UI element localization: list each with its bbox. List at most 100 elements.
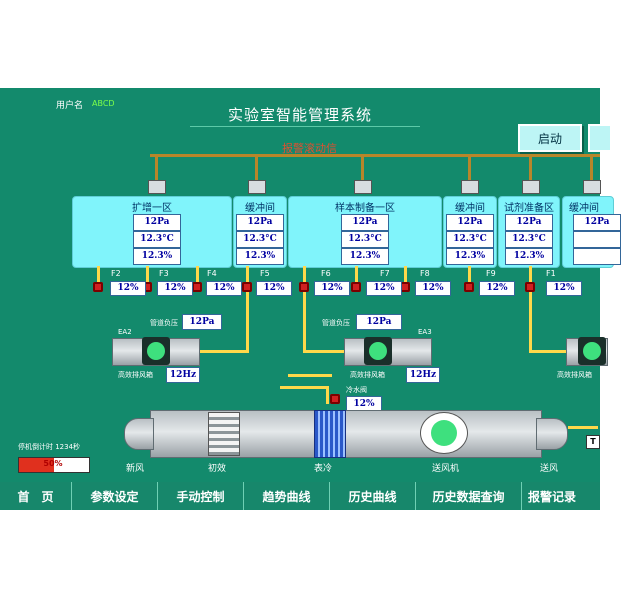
nav-history-query[interactable]: 历史数据查询 [416,482,522,510]
countdown-percent: 50% [43,459,63,468]
damper-opening: 12% [314,281,350,296]
exhaust-valve-f6[interactable] [299,282,309,292]
exhaust-drop-f8 [404,266,407,282]
zone-panel-2[interactable]: 缓冲间 12Pa 12.3°C 12.3% [233,196,287,268]
nav-manual-control[interactable]: 手动控制 [158,482,244,510]
exhaust-riser-left [246,292,249,352]
zone-panel-6[interactable]: 缓冲间 12Pa [562,196,621,268]
zone-temperature: 12.3°C [341,231,389,248]
cooling-valve-value: 12% [346,396,382,412]
supply-damper-3[interactable] [354,180,372,194]
exhaust-valve-f9[interactable] [464,282,474,292]
supply-damper-1[interactable] [148,180,166,194]
supply-branch-5 [529,154,532,182]
supply-branch-2 [255,154,258,182]
fan-frequency: 12Hz [406,367,440,383]
supply-branch-1 [155,154,158,182]
primary-filter-label: 初效 [208,464,227,474]
scada-screen: 用户名 ABCD 实验室智能管理系统 启动 报警滚动信 扩增一区 12Pa 12… [0,88,621,510]
zone-panel-3[interactable]: 样本制备一区 12Pa 12.3°C 12.3% [288,196,442,268]
zone-title: 缓冲间 [455,203,485,214]
pipe-pressure-label: 管道负压 [322,319,350,327]
supply-damper-5[interactable] [522,180,540,194]
exhaust-drop-f1 [529,266,532,282]
supply-branch-4 [468,154,471,182]
damper-label: F4 [207,269,217,278]
exhaust-valve-f3[interactable] [142,282,152,292]
supply-damper-4[interactable] [461,180,479,194]
fresh-air-inlet [124,418,154,450]
second-control-button[interactable] [588,124,612,152]
exhaust-link-right [529,350,569,353]
cooling-valve-label: 冷水阀 [346,386,367,394]
exhaust-link-ea2 [195,350,249,353]
damper-opening: 12% [206,281,242,296]
nav-home[interactable]: 首 页 [0,482,72,510]
nav-trend-curve[interactable]: 趋势曲线 [244,482,330,510]
damper-opening: 12% [546,281,582,296]
supply-branch-6 [590,154,593,182]
pipe-pressure-label: 管道负压 [150,319,178,327]
damper-opening: 12% [256,281,292,296]
zone-panel-5[interactable]: 试剂准备区 12Pa 12.3°C 12.3% [498,196,560,268]
zone-humidity: 12.3% [505,248,553,265]
supply-fan-label: 送风机 [432,464,460,474]
fresh-air-label: 新风 [126,464,145,474]
cooling-coil [314,410,346,458]
damper-opening: 12% [479,281,515,296]
exhaust-link-ea3 [303,350,347,353]
zone-title: 扩增一区 [132,203,172,214]
zone-humidity: 12.3% [133,248,181,265]
pipe-pressure-value: 12Pa [182,314,222,330]
nav-history-curve[interactable]: 历史曲线 [330,482,416,510]
exhaust-drop-f7 [355,266,358,282]
ea-id: EA3 [418,328,432,336]
nav-alarm-records[interactable]: 报警记录 [528,489,577,504]
primary-filter [208,412,240,456]
temperature-sensor[interactable]: T [586,435,600,449]
exhaust-valve-f4[interactable] [192,282,202,292]
fan-icon[interactable] [578,337,606,365]
zone-humidity: 12.3% [341,248,389,265]
start-button[interactable]: 启动 [518,124,582,152]
exhaust-valve-f1[interactable] [525,282,535,292]
supply-air-label: 送风 [540,464,559,474]
damper-label: F3 [159,269,169,278]
zone-temperature: 12.3°C [505,231,553,248]
exhaust-drop-f3 [146,266,149,282]
supply-damper-2[interactable] [248,180,266,194]
exhaust-valve-f8[interactable] [400,282,410,292]
cooling-water-valve[interactable] [330,394,340,404]
damper-opening: 12% [110,281,146,296]
exhaust-valve-f5[interactable] [242,282,252,292]
zone-title: 试剂准备区 [504,203,554,214]
damper-label: F6 [321,269,331,278]
exhaust-riser-mid [303,292,306,352]
supply-damper-6[interactable] [583,180,601,194]
supply-fan-icon[interactable] [420,412,468,454]
exhaust-drop-f5 [246,266,249,282]
exhaust-valve-f2[interactable] [93,282,103,292]
zone-humidity: 12.3% [236,248,284,265]
fan-box-label: 高效排风箱 [118,371,153,379]
countdown-label: 停机倒计时 1234秒 [18,443,81,451]
exhaust-drop-f6 [303,266,306,282]
exhaust-drop-f2 [97,266,100,282]
damper-opening: 12% [157,281,193,296]
cooling-water-supply [288,374,332,377]
title-underline [190,126,420,127]
page-title: 实验室智能管理系统 [227,106,372,124]
exhaust-valve-f7[interactable] [351,282,361,292]
damper-opening: 12% [415,281,451,296]
nav-parameters[interactable]: 参数设定 [72,482,158,510]
fan-icon[interactable] [364,337,392,365]
exhaust-drop-f9 [468,266,471,282]
fan-icon[interactable] [142,337,170,365]
supply-air-outlet [536,418,568,450]
zone-panel-1[interactable]: 扩增一区 12Pa 12.3°C 12.3% [72,196,232,268]
fan-box-label: 高效排风箱 [350,371,385,379]
alarm-ticker: 报警滚动信 [282,142,337,155]
cooling-water-drop [326,386,329,404]
zone-humidity: 12.3% [446,248,494,265]
zone-panel-4[interactable]: 缓冲间 12Pa 12.3°C 12.3% [443,196,497,268]
